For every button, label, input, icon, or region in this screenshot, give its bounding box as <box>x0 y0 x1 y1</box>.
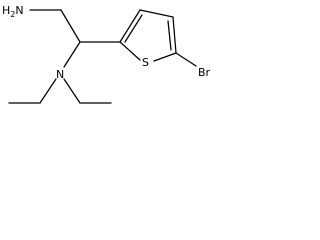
bond-n-ethyl1-a <box>39 78 57 104</box>
amine-label-n: N <box>15 4 23 17</box>
bond-c5-br <box>175 52 197 67</box>
bond-ch-n <box>63 41 81 68</box>
bond-n-ethyl2-a <box>63 78 81 104</box>
molecule-diagram: H2N N S Br <box>2 4 211 104</box>
amine-label: H2N <box>2 4 24 19</box>
bond-thiophene-c2-c3-double <box>124 14 143 43</box>
amine-label-h: H <box>2 4 10 17</box>
bond-thiophene-c2-c3 <box>119 9 141 43</box>
bond-thiophene-c4-c5 <box>172 16 177 54</box>
bond-ch2-ch <box>60 9 81 43</box>
bromine-label: Br <box>198 66 211 79</box>
bond-thiophene-c4-c5-double <box>167 20 172 51</box>
bond-thiophene-s-c2 <box>119 41 141 61</box>
tertiary-amine-label: N <box>56 68 64 81</box>
bond-thiophene-c3-c4 <box>139 9 174 18</box>
sulfur-label: S <box>142 56 149 69</box>
bond-thiophene-c5-s <box>153 52 177 62</box>
amine-label-subscript: 2 <box>10 10 15 19</box>
